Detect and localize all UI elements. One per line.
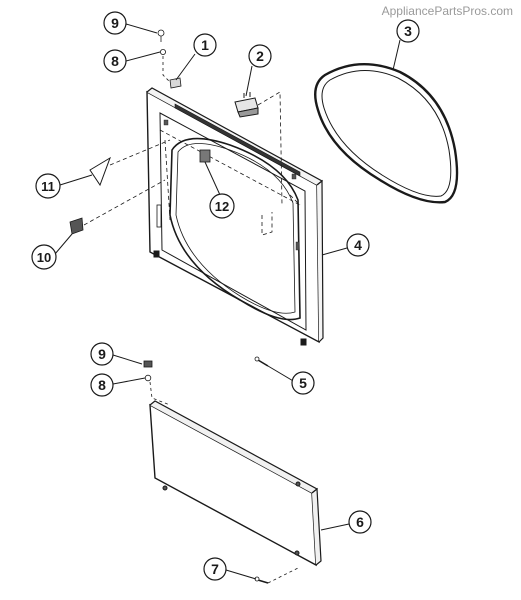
callout-5: 5 — [291, 371, 315, 395]
top-screw — [157, 29, 166, 56]
callout-9-lower: 9 — [90, 342, 114, 366]
callout-leaders — [54, 23, 401, 580]
lower-screw-dashed-leader — [149, 381, 171, 406]
panel-dashed-guides — [159, 129, 301, 236]
svg-text:10: 10 — [37, 250, 51, 265]
front-panel — [146, 87, 324, 346]
callout-3: 3 — [396, 19, 420, 43]
toe-panel-screw — [254, 576, 269, 584]
svg-text:11: 11 — [41, 179, 55, 194]
callout-9-top: 9 — [103, 11, 127, 35]
callout-6: 6 — [348, 510, 372, 534]
triangle-part-dashed-leader — [109, 139, 171, 166]
callout-8-top: 8 — [103, 49, 127, 73]
callout-11: 11 — [35, 173, 61, 199]
lower-screw — [143, 360, 153, 382]
watermark: AppliancePartsPros.com — [381, 4, 513, 18]
callout-8-lower: 8 — [90, 373, 114, 397]
door-switch-dashed-leader — [257, 91, 283, 206]
hinge-part — [199, 149, 211, 163]
callout-4: 4 — [346, 233, 370, 257]
callout-1: 1 — [193, 33, 217, 57]
side-screw — [254, 356, 269, 367]
svg-text:8: 8 — [98, 377, 106, 393]
svg-text:7: 7 — [211, 561, 219, 577]
callout-12: 12 — [209, 193, 235, 219]
svg-text:1: 1 — [201, 37, 209, 53]
callout-10: 10 — [31, 244, 57, 270]
svg-text:4: 4 — [354, 237, 362, 253]
callout-7: 7 — [203, 557, 227, 581]
triangle-part — [89, 156, 111, 187]
clip-part — [69, 217, 84, 235]
svg-text:9: 9 — [98, 346, 106, 362]
clip-part-dashed-leader — [83, 179, 166, 226]
toe-screw-dashed-leader — [267, 566, 301, 584]
svg-text:3: 3 — [404, 23, 412, 39]
svg-text:2: 2 — [256, 48, 264, 64]
svg-text:8: 8 — [111, 53, 119, 69]
top-screw-dashed-leader — [162, 56, 171, 83]
svg-text:6: 6 — [356, 514, 364, 530]
toe-panel — [149, 400, 322, 567]
svg-text:5: 5 — [299, 375, 307, 391]
svg-text:12: 12 — [215, 199, 229, 214]
callout-2: 2 — [248, 44, 272, 68]
bracket-part — [169, 77, 182, 89]
door-gasket — [314, 62, 459, 204]
svg-text:9: 9 — [111, 15, 119, 31]
door-switch — [234, 92, 259, 118]
